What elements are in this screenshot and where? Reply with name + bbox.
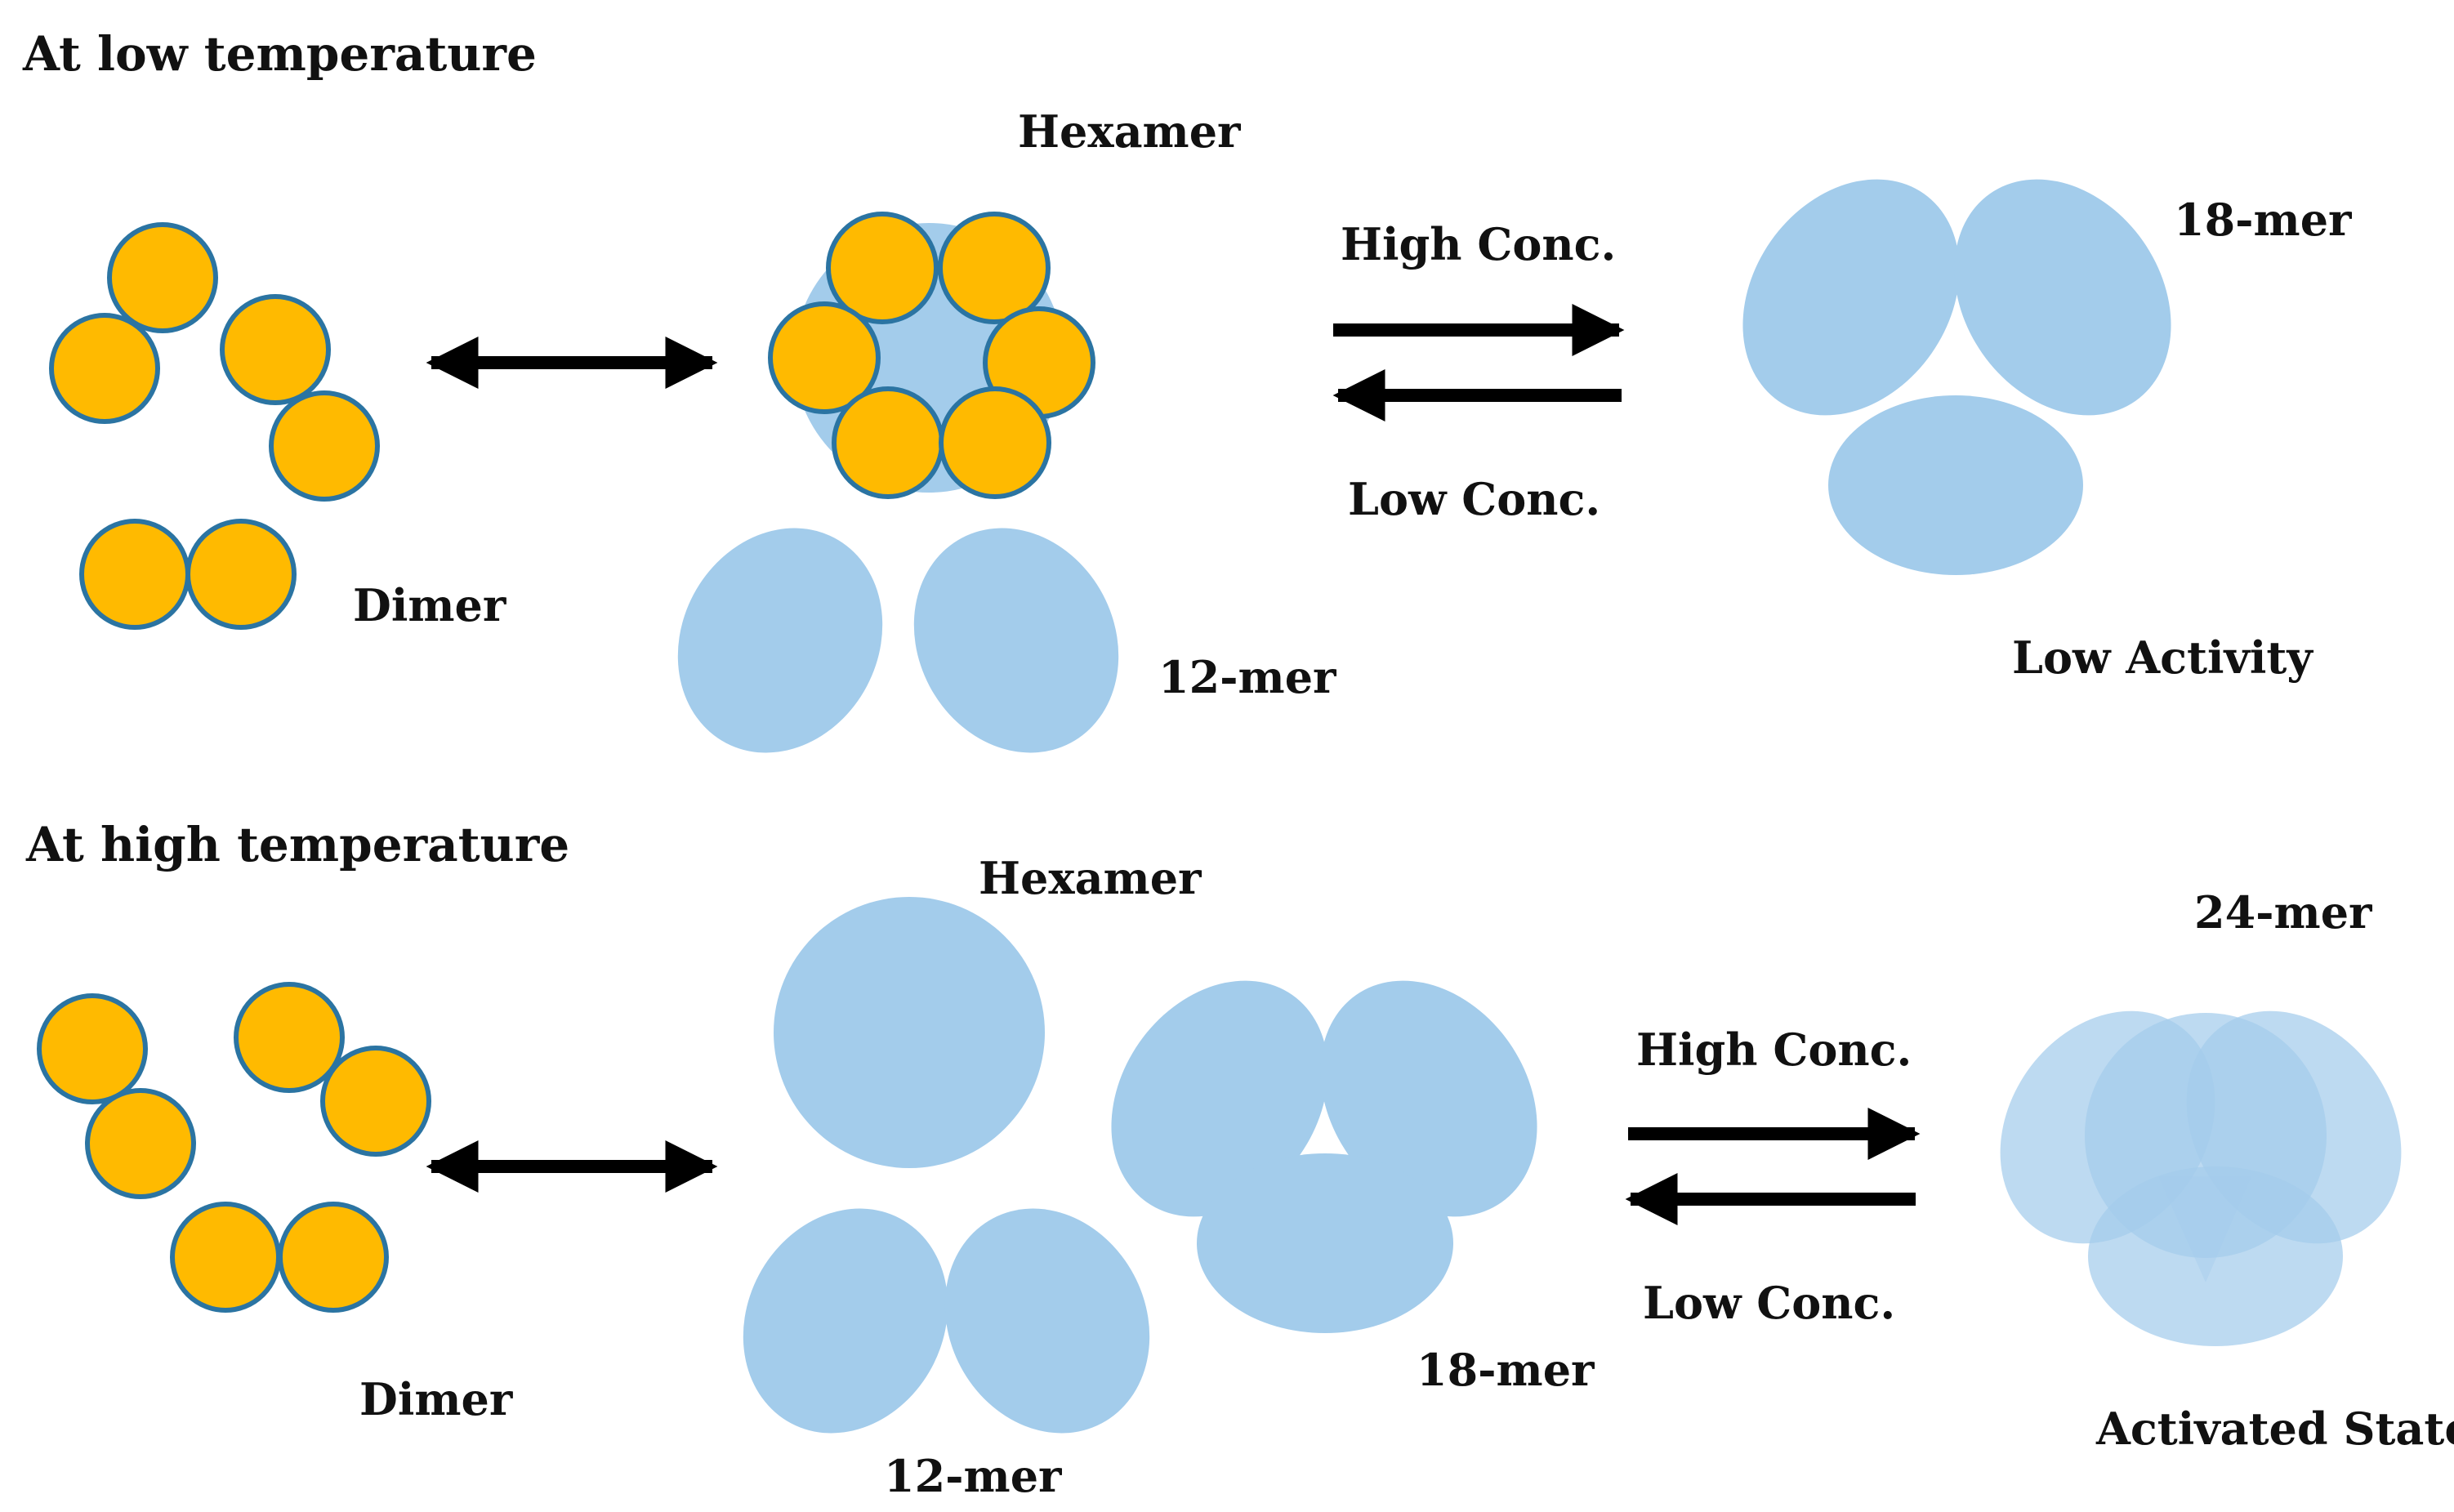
oligomer-lobe (1197, 1153, 1453, 1333)
twentyfour-mer-icon (2000, 1010, 2402, 1346)
subunit-circle (170, 1202, 281, 1313)
subunit-circle (220, 294, 331, 405)
high-temperature-panel: At high temperature Dimer Hexamer (25, 817, 2454, 1502)
dimer-icon (170, 1202, 389, 1313)
low-temp-dimer-label: Dimer (353, 579, 506, 631)
low-temp-hexamer-label: Hexamer (1018, 105, 1241, 158)
subunit-circle (939, 386, 1051, 499)
oligomer-lobe (1111, 980, 1328, 1217)
oligomer-lobe (743, 1208, 948, 1434)
high-temp-hexamer-label: Hexamer (979, 852, 1202, 904)
high-temp-heading: At high temperature (25, 817, 569, 872)
subunit-circle (278, 1202, 389, 1313)
subunit-circle (107, 222, 218, 333)
subunit-circle (185, 519, 297, 630)
subunit-circle (85, 1088, 196, 1199)
subunit-circle (832, 386, 944, 499)
high-temp-18mer-label: 18-mer (1417, 1344, 1595, 1396)
dimer-icon (234, 982, 431, 1157)
subunit-circle (269, 390, 380, 502)
equilibrium-arrows-icon (1332, 304, 1625, 421)
low-temp-state-label: Low Activity (2012, 631, 2313, 684)
low-temp-heading: At low temperature (22, 26, 537, 82)
high-temp-state-label: Activated State (2095, 1403, 2454, 1455)
high-temp-12mer-label: 12-mer (884, 1450, 1062, 1502)
high-temp-24mer-label: 24-mer (2194, 886, 2372, 939)
oligomer-lobe (913, 528, 1119, 753)
subunit-circle (49, 313, 160, 424)
subunit-circle (768, 301, 881, 414)
subunit-circle (234, 982, 345, 1093)
low-temp-12mer-label: 12-mer (1158, 651, 1336, 703)
low-temperature-panel: At low temperature Dimer Hexamer (22, 26, 2352, 753)
oligomer-lobe (1954, 179, 2171, 416)
dimer-icon (49, 222, 218, 424)
subunit-circle (320, 1046, 431, 1157)
equilibrium-arrows-icon (1625, 1108, 1921, 1225)
subunit-circle (826, 212, 939, 324)
dimer-icon (220, 294, 380, 502)
low-temp-low-conc-label: Low Conc. (1348, 473, 1600, 525)
low-temp-18mer-label: 18-mer (2174, 194, 2352, 246)
eighteen-mer-icon (1742, 179, 2171, 575)
eighteen-mer-icon (1111, 980, 1537, 1333)
low-temp-high-conc-label: High Conc. (1341, 218, 1616, 270)
subunit-circle (37, 993, 148, 1104)
low-temp-dimers (49, 222, 380, 630)
oligomer-lobe (944, 1208, 1150, 1434)
subunit-circle (79, 519, 190, 630)
high-temp-high-conc-label: High Conc. (1636, 1024, 1912, 1076)
high-temp-low-conc-label: Low Conc. (1643, 1277, 1895, 1329)
twelve-mer-icon (677, 528, 1119, 753)
oligomer-lobe (1742, 179, 1960, 416)
hexamer-ring-icon (768, 212, 1095, 499)
dimer-icon (37, 993, 196, 1199)
oligomer-lobe (2085, 1013, 2327, 1258)
dimer-icon (79, 519, 297, 630)
high-temp-dimers (37, 982, 431, 1313)
oligomer-lobe (1320, 980, 1537, 1217)
twelve-mer-icon (743, 1208, 1150, 1434)
high-temp-dimer-label: Dimer (359, 1373, 513, 1425)
subunit-circle (938, 212, 1051, 324)
hexamer-disc-icon (774, 897, 1045, 1168)
oligomer-lobe (1828, 395, 2083, 575)
oligomer-lobe (677, 528, 883, 753)
